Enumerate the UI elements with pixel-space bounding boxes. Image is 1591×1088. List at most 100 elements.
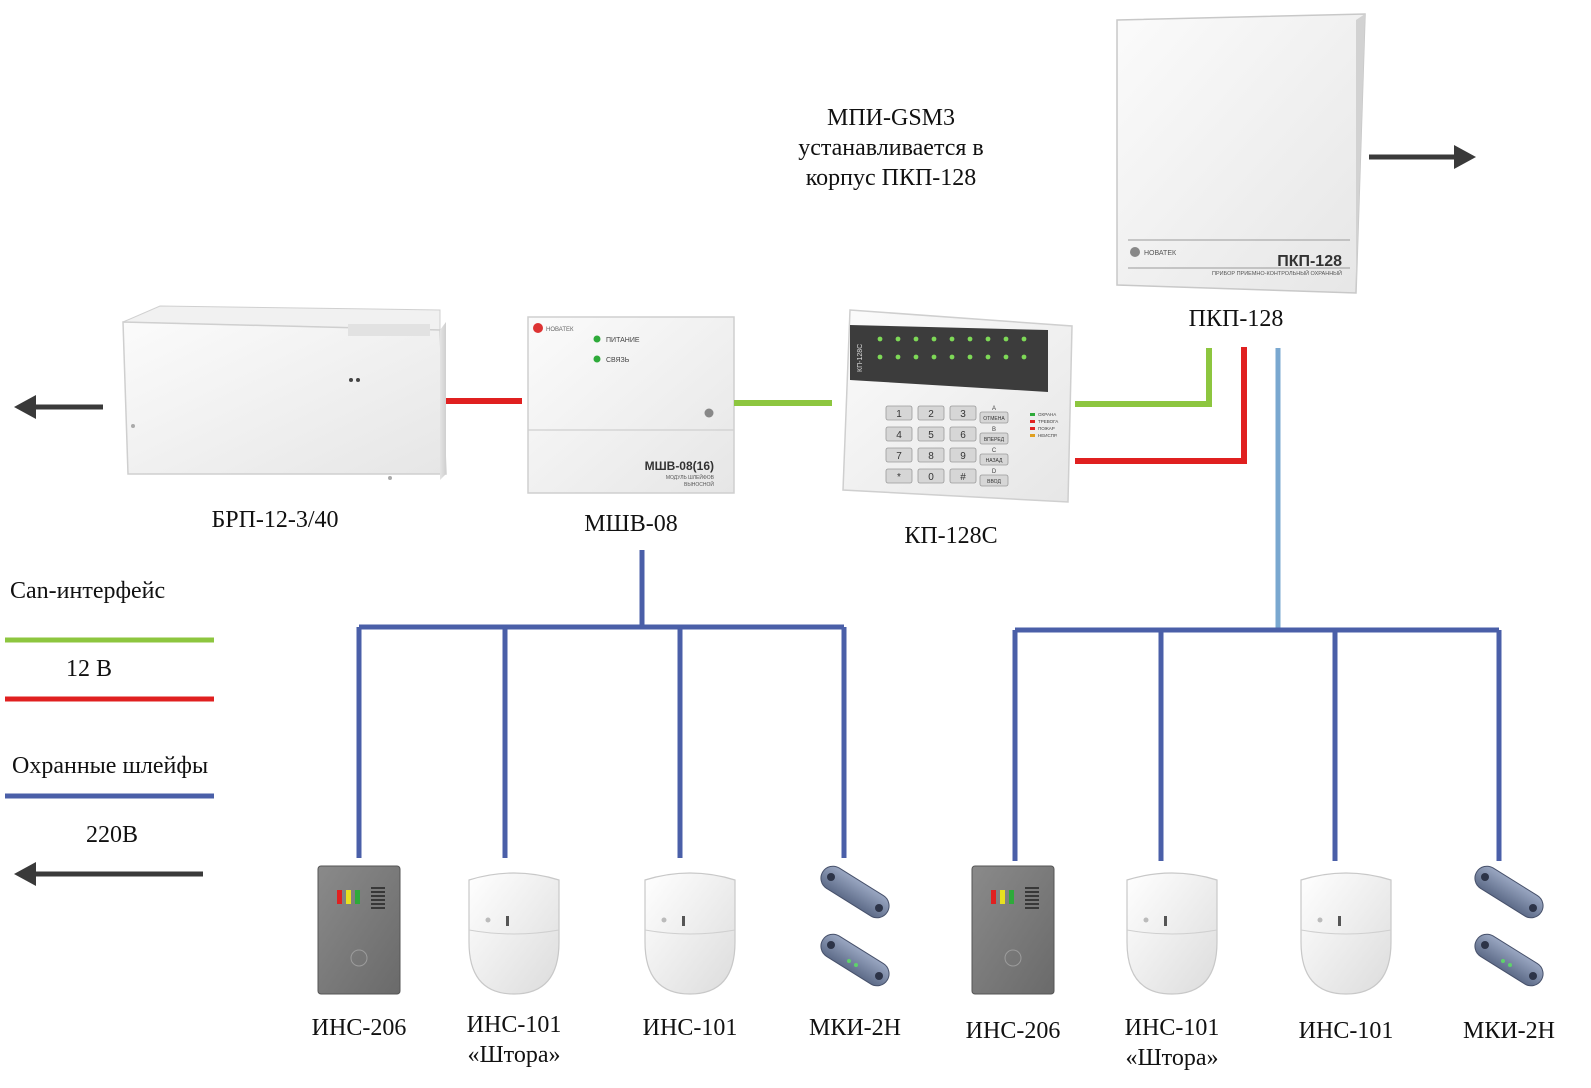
kp-indicator-led — [877, 354, 883, 360]
kp-indicator-led — [1021, 336, 1027, 342]
kp-function-key[interactable]: ВВОД — [979, 474, 1009, 487]
kp-key[interactable]: # — [949, 468, 977, 484]
note-line-1: МПИ-GSM3 — [827, 105, 955, 131]
sensor-label: ИНС-101 — [1125, 1015, 1220, 1041]
loop-bus-right — [1012, 627, 1502, 861]
kp-key-label: 9 — [960, 451, 966, 462]
kp-key-label: 4 — [896, 430, 902, 441]
sensor-mki: МКИ-2Н — [809, 865, 901, 1041]
green-can-line-kp-pkp — [1075, 348, 1212, 407]
kp-key[interactable]: 1 — [885, 405, 913, 421]
legend-item: Охранные шлейфы — [5, 753, 214, 799]
kp-indicator-led — [967, 336, 973, 342]
legend-label: Охранные шлейфы — [12, 753, 208, 779]
sensor-ins206: ИНС-206 — [966, 865, 1061, 1044]
kp-indicator-led — [931, 354, 937, 360]
kp-key[interactable]: 0 — [917, 468, 945, 484]
mshv-model-text: МШВ-08(16) — [645, 459, 714, 473]
kp-side-text: КП-128С — [857, 344, 864, 372]
kp-status-led — [1030, 427, 1035, 430]
legend-label: 12 В — [66, 656, 112, 682]
arrow-220v-brp — [14, 395, 103, 419]
brp-12-device — [122, 305, 447, 480]
kp-label: КП-128С — [904, 523, 997, 549]
kp-key[interactable]: 8 — [917, 447, 945, 463]
kp-status-led — [1030, 413, 1035, 416]
pkp-128-label: ПКП-128 — [1189, 306, 1284, 332]
kp-key[interactable]: 3 — [949, 405, 977, 421]
kp-key-label: 0 — [928, 472, 934, 483]
sensor-label: ИНС-206 — [966, 1018, 1061, 1044]
sensor-label: ИНС-101 — [467, 1012, 562, 1038]
kp-fkey-label: ВВОД — [987, 479, 1001, 485]
kp-fkey-letter: D — [992, 469, 997, 475]
sensor-ins101: ИНС-101 «Штора» — [1125, 872, 1220, 1071]
kp-key-label: # — [960, 472, 966, 483]
kp-key-label: 2 — [928, 409, 934, 420]
pkp-128-device: НОВАТЕК ПКП-128 ПРИБОР ПРИЕМНО-КОНТРОЛЬН… — [1116, 13, 1366, 294]
pkp-sub-text: ПРИБОР ПРИЕМНО-КОНТРОЛЬНЫЙ ОХРАННЫЙ — [1212, 269, 1342, 277]
kp-fkey-label: ОТМЕНА — [983, 416, 1005, 422]
legend-arrowhead-icon — [14, 862, 36, 886]
kp-indicator-led — [1003, 354, 1009, 360]
mshv-08-device: НОВАТЕК ПИТАНИЕ СВЯЗЬ МШВ-08(16) МОДУЛЬ … — [527, 316, 735, 494]
kp-key[interactable]: 7 — [885, 447, 913, 463]
sensor-label: ИНС-101 — [1299, 1018, 1394, 1044]
kp-indicator-led — [913, 354, 919, 360]
kp-function-key[interactable]: ОТМЕНА — [979, 411, 1009, 424]
kp-indicator-led — [895, 336, 901, 342]
mshv-sub2: ВЫНОСНОЙ — [684, 480, 714, 488]
brp-label: БРП-12-3/40 — [211, 507, 338, 533]
kp-key[interactable]: * — [885, 468, 913, 484]
sensors: ИНС-206 ИНС-101 «Штора» ИНС-101 МКИ-2Н ИНС-20… — [312, 865, 1555, 1071]
kp-key[interactable]: 5 — [917, 426, 945, 442]
sensor-label: МКИ-2Н — [809, 1015, 901, 1041]
kp-function-key[interactable]: ВПЕРЕД — [979, 432, 1009, 445]
legend-label: Can-интерфейс — [10, 578, 165, 604]
kp-key-label: 6 — [960, 430, 966, 441]
kp-fkey-letter: C — [992, 448, 997, 454]
kp-status-label: ОХРАНА — [1038, 412, 1056, 417]
sensor-mki: МКИ-2Н — [1463, 865, 1555, 1044]
sensor-ins101: ИНС-101 «Штора» — [467, 872, 562, 1068]
kp-key[interactable]: 9 — [949, 447, 977, 463]
kp-key[interactable]: 2 — [917, 405, 945, 421]
kp-fkey-letter: A — [992, 406, 996, 412]
kp-fkey-label: НАЗАД — [986, 458, 1003, 464]
red-12v-line-kp-pkp — [1075, 347, 1247, 464]
mshv-brand: НОВАТЕК — [546, 327, 574, 333]
kp-fkey-label: ВПЕРЕД — [984, 437, 1005, 443]
kp-key-label: 8 — [928, 451, 934, 462]
kp-function-key[interactable]: НАЗАД — [979, 453, 1009, 466]
mshv-label: МШВ-08 — [584, 511, 678, 537]
kp-status-label: ТРЕВОГА — [1038, 419, 1058, 424]
kp-indicator-led — [985, 354, 991, 360]
pkp-model-text: ПКП-128 — [1277, 253, 1342, 270]
arrow-220v-pkp — [1369, 145, 1476, 169]
sensor-label: ИНС-101 — [643, 1015, 738, 1041]
novatek-logo-icon — [533, 323, 543, 333]
kp-status-led — [1030, 434, 1035, 437]
legend-item: 12 В — [5, 656, 214, 702]
kp-indicator-led — [949, 354, 955, 360]
legend-item: 220В — [14, 822, 203, 886]
sensor-ins206: ИНС-206 — [312, 865, 407, 1041]
kp-indicator-led — [967, 354, 973, 360]
kp-key-label: * — [897, 472, 901, 483]
kp-status-led — [1030, 420, 1035, 423]
sensor-sublabel: «Штора» — [1125, 1045, 1218, 1071]
sensor-ins101: ИНС-101 — [1299, 872, 1394, 1044]
kp-indicator-led — [895, 354, 901, 360]
sensor-sublabel: «Штора» — [467, 1042, 560, 1068]
kp-indicator-led — [1003, 336, 1009, 342]
sensor-label: ИНС-206 — [312, 1015, 407, 1041]
mshv-led-power: ПИТАНИЕ — [606, 337, 640, 344]
mshv-led-link: СВЯЗЬ — [606, 357, 630, 364]
kp-key[interactable]: 6 — [949, 426, 977, 442]
kp-key[interactable]: 4 — [885, 426, 913, 442]
legend: Can-интерфейс 12 В Охранные шлейфы 220В — [5, 578, 214, 886]
pkp-brand: НОВАТЕК — [1144, 250, 1177, 257]
kp-key-label: 1 — [896, 409, 902, 420]
